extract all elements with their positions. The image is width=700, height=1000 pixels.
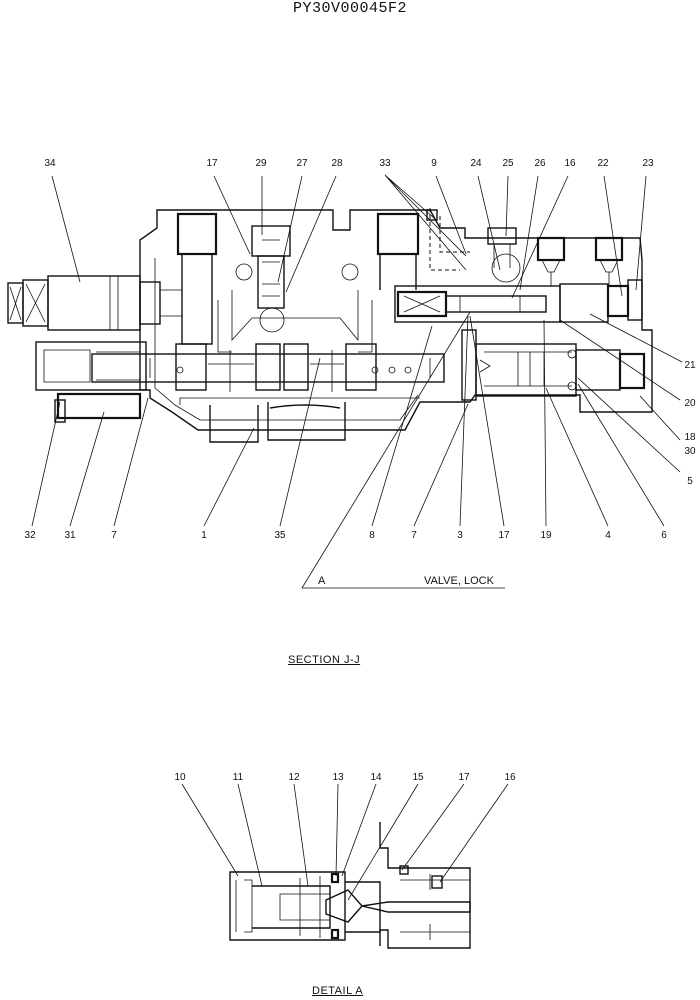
callout-13: 13 (332, 772, 344, 783)
document-id: PY30V00045F2 (292, 0, 408, 17)
callout-12: 12 (288, 772, 300, 783)
callout-11: 11 (233, 772, 244, 783)
callout-4: 4 (605, 530, 611, 541)
callout-8: 8 (369, 530, 375, 541)
callout-19: 19 (540, 530, 552, 541)
spool-cap-left (35, 341, 147, 423)
callout-17: 17 (458, 772, 470, 783)
callout-30: 30 (684, 446, 696, 457)
lock-valve (394, 208, 643, 323)
callout-23: 23 (642, 158, 654, 169)
callout-21: 21 (684, 360, 696, 371)
upper-ports (176, 212, 420, 345)
callout-10: 10 (174, 772, 186, 783)
callout-16: 16 (564, 158, 576, 169)
callout-24: 24 (470, 158, 482, 169)
callout-17: 17 (206, 158, 218, 169)
right-plugs (536, 236, 624, 286)
section-caption: SECTION J-J (288, 654, 361, 666)
callout-31: 31 (64, 530, 76, 541)
callout-26: 26 (534, 158, 546, 169)
detail-marker-label: VALVE, LOCK (424, 575, 495, 587)
main-spool (91, 343, 445, 392)
section-top-callouts: 34 17 29 27 28 33 9 24 25 26 16 22 23 (44, 158, 654, 169)
section-right-callouts: 21 20 18 30 5 (684, 360, 696, 487)
callout-28: 28 (331, 158, 343, 169)
callout-29: 29 (255, 158, 267, 169)
callout-18: 18 (684, 432, 696, 443)
callout-33: 33 (379, 158, 391, 169)
callout-1: 1 (201, 530, 207, 541)
callout-20: 20 (684, 398, 696, 409)
valve-body (139, 209, 653, 443)
callout-25: 25 (502, 158, 514, 169)
detail-a-drawing (229, 822, 471, 949)
callout-6: 6 (661, 530, 667, 541)
callout-17: 17 (498, 530, 510, 541)
relief-cartridge-left (7, 275, 183, 331)
section-leader-lines (31, 174, 683, 527)
callout-16: 16 (504, 772, 516, 783)
callout-3: 3 (457, 530, 463, 541)
callout-22: 22 (597, 158, 609, 169)
callout-27: 27 (296, 158, 308, 169)
callout-5: 5 (687, 476, 693, 487)
detail-caption: DETAIL A (312, 985, 364, 997)
callout-7: 7 (411, 530, 417, 541)
detail-marker-letter: A (318, 575, 326, 587)
center-check-valve (235, 225, 359, 333)
callout-15: 15 (412, 772, 424, 783)
callout-34: 34 (44, 158, 56, 169)
lower-relief (461, 329, 646, 401)
detail-callouts: 10 11 12 13 14 15 17 16 (174, 772, 516, 783)
callout-7: 7 (111, 530, 117, 541)
detail-leader-lines (181, 783, 509, 901)
detail-a-pointer (301, 311, 505, 589)
callout-32: 32 (24, 530, 36, 541)
callout-14: 14 (370, 772, 382, 783)
callout-9: 9 (431, 158, 437, 169)
callout-35: 35 (274, 530, 286, 541)
